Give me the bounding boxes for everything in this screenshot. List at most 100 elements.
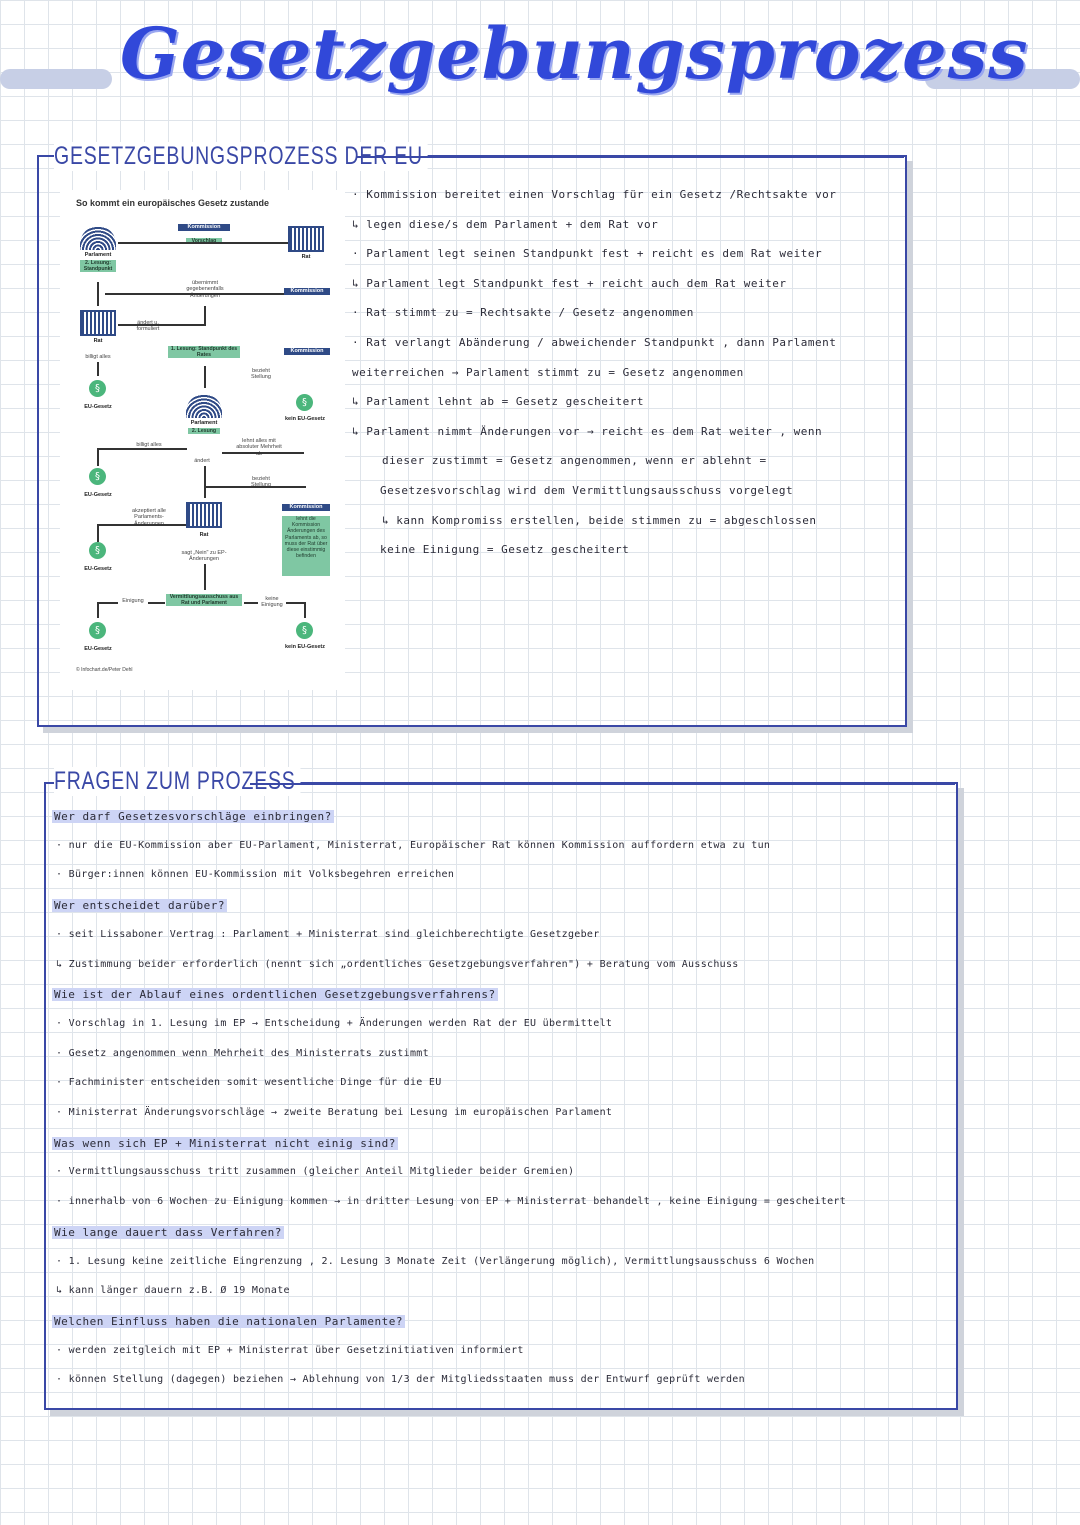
arrow-down-left-4 xyxy=(97,524,99,542)
arrow-lehnt-ab xyxy=(222,452,304,454)
question: Welchen Einfluss haben die nationalen Pa… xyxy=(52,1314,406,1328)
process-note: · Kommission bereitet einen Vorschlag fü… xyxy=(352,188,837,201)
process-note: keine Einigung = Gesetz gescheitert xyxy=(380,543,630,557)
arrow-down-left-1 xyxy=(97,282,99,306)
process-note: ↳ Parlament legt Standpunkt fest + reich… xyxy=(352,276,787,290)
label-billigt-alles-2: billigt alles xyxy=(136,442,162,448)
process-note: weiterreichen → Parlament stimmt zu = Ge… xyxy=(352,365,744,379)
label-keine-einigung: keine Einigung xyxy=(258,596,286,609)
arrow-akzeptiert xyxy=(97,524,187,526)
answer: ↳ Zustimmung beider erforderlich (nennt … xyxy=(56,958,739,970)
label-lehnt-ab: lehnt alles mit absoluter Mehrheit ab xyxy=(236,438,282,457)
label-rat-top: Rat xyxy=(301,254,311,260)
label-kein-eu-gesetz-2: kein EU-Gesetz xyxy=(284,644,326,650)
answer: · innerhalb von 6 Wochen zu Einigung kom… xyxy=(56,1196,847,1208)
section-rule-1 xyxy=(356,156,904,158)
node-kommission-2: Kommission xyxy=(284,288,330,295)
process-note: ↳ kann Kompromiss erstellen, beide stimm… xyxy=(382,513,817,527)
eu-law-icon-1: § xyxy=(89,380,106,397)
question: Wer darf Gesetzesvorschläge einbringen? xyxy=(52,810,334,823)
question: Wer entscheidet darüber? xyxy=(52,899,227,913)
process-note: Gesetzesvorschlag wird dem Vermittlungsa… xyxy=(380,484,794,497)
eu-law-icon-4: § xyxy=(89,622,106,639)
answer: ↳ kann länger dauern z.B. Ø 19 Monate xyxy=(56,1285,290,1297)
answer: · können Stellung (dagegen) beziehen → A… xyxy=(56,1374,745,1386)
label-billigt-alles-1: billigt alles xyxy=(85,354,111,360)
process-note: dieser zustimmt = Gesetz angenommen, wen… xyxy=(382,454,767,468)
diagram-title: So kommt ein europäisches Gesetz zustand… xyxy=(76,198,270,208)
process-note: · Rat verlangt Abänderung / abweichender… xyxy=(352,336,837,349)
node-2-lesung: 2. Lesung xyxy=(188,428,220,435)
answer: · Ministerrat Änderungsvorschläge → zwei… xyxy=(56,1107,613,1118)
question: Wie ist der Ablauf eines ordentlichen Ge… xyxy=(52,988,498,1002)
answer: · werden zeitgleich mit EP + Ministerrat… xyxy=(56,1344,524,1356)
process-note: · Parlament legt seinen Standpunkt fest … xyxy=(352,247,823,261)
node-vermittlungsausschuss: Vermittlungsausschuss aus Rat und Parlam… xyxy=(166,594,242,607)
eu-process-diagram: So kommt ein europäisches Gesetz zustand… xyxy=(60,190,345,690)
page-title: Gesetzgebungsprozess xyxy=(120,12,1029,95)
answer: · seit Lissaboner Vertrag : Parlament + … xyxy=(56,928,600,940)
answer: · 1. Lesung keine zeitliche Eingrenzung … xyxy=(56,1255,815,1267)
arrow-down-left-3 xyxy=(97,448,99,466)
answer: · nur die EU-Kommission aber EU-Parlamen… xyxy=(56,839,771,851)
arrow-uebernimmt xyxy=(105,293,285,295)
parliament-icon-mid xyxy=(186,394,222,418)
label-sagt-nein: sagt „Nein" zu EP-Änderungen xyxy=(181,550,227,563)
question: Wie lange dauert dass Verfahren? xyxy=(52,1225,284,1239)
arrow-down-right-5 xyxy=(304,602,306,618)
arrow-down-left-5 xyxy=(97,602,99,618)
label-parlament-mid: Parlament xyxy=(190,420,218,426)
title-underline-right xyxy=(925,69,1080,89)
arrow-down-mid-3 xyxy=(204,564,206,590)
eu-law-icon-kein-2: § xyxy=(296,622,313,639)
node-vorschlag: Vorschlag xyxy=(186,238,222,245)
arrow-billigt xyxy=(97,448,187,450)
arrow-aendert xyxy=(118,324,204,326)
process-note: ↳ Parlament nimmt Änderungen vor → reich… xyxy=(352,424,823,438)
question: Was wenn sich EP + Ministerrat nicht ein… xyxy=(52,1136,398,1150)
label-einigung: Einigung xyxy=(118,598,148,605)
section-heading-questions: FRAGEN ZUM PROZESS xyxy=(54,767,301,796)
council-icon-top xyxy=(288,226,324,252)
label-eu-gesetz-4: EU-Gesetz xyxy=(84,646,112,652)
process-note: ↳ Parlament lehnt ab = Gesetz gescheiter… xyxy=(352,395,645,409)
parliament-icon xyxy=(80,226,116,250)
line-rat-to-lesung xyxy=(204,306,206,326)
answer: · Gesetz angenommen wenn Mehrheit des Mi… xyxy=(56,1047,429,1059)
council-icon-mid xyxy=(186,502,222,528)
process-note: ↳ legen diese/s dem Parlament + dem Rat … xyxy=(352,217,659,231)
node-1-lesung-rat: 1. Lesung: Standpunkt des Rates xyxy=(168,346,240,359)
label-aendert-formuliert: ändert u. formuliert xyxy=(136,320,160,333)
diagram-credit: © Infochart.de/Peter Dehl xyxy=(76,667,133,673)
label-bezieht-stellung-2: bezieht Stellung xyxy=(251,476,271,488)
label-rat-mid: Rat xyxy=(199,532,209,538)
label-bezieht-stellung-1: bezieht Stellung xyxy=(251,368,271,381)
answer: · Bürger:innen können EU-Kommission mit … xyxy=(56,869,455,881)
label-eu-gesetz-3: EU-Gesetz xyxy=(84,566,112,572)
arrow-down-mid-1 xyxy=(204,366,206,388)
node-kommission-3: Kommission xyxy=(284,348,330,355)
label-aendert: ändert xyxy=(194,458,210,464)
label-parlament: Parlament xyxy=(84,252,112,258)
label-eu-gesetz-1: EU-Gesetz xyxy=(84,404,112,410)
eu-law-icon-3: § xyxy=(89,542,106,559)
node-kommission-4: Kommission xyxy=(282,504,330,511)
process-note: · Rat stimmt zu = Rechtsakte / Gesetz an… xyxy=(352,306,694,320)
answer: · Vermittlungsausschuss tritt zusammen (… xyxy=(56,1166,575,1178)
label-uebernimmt: übernimmt gegebenenfalls Änderungen xyxy=(186,280,224,299)
arrow-down-mid-2 xyxy=(204,466,206,498)
line-to-kommission-4 xyxy=(206,486,306,488)
eu-law-icon-kein-1: § xyxy=(296,394,313,411)
label-rat-left: Rat xyxy=(93,338,103,344)
label-eu-gesetz-2: EU-Gesetz xyxy=(84,492,112,498)
label-akzeptiert: akzeptiert alle Parlaments-Änderungen xyxy=(132,508,166,527)
node-kommission-1: Kommission xyxy=(178,224,230,231)
label-kein-eu-gesetz-1: kein EU-Gesetz xyxy=(284,416,326,422)
section-rule-2 xyxy=(250,783,955,785)
title-underline-left xyxy=(0,69,112,89)
arrow-vorschlag xyxy=(118,242,288,244)
answer: · Vorschlag in 1. Lesung im EP → Entsche… xyxy=(56,1017,613,1029)
council-icon-left xyxy=(80,310,116,336)
answer: · Fachminister entscheiden somit wesentl… xyxy=(56,1077,442,1089)
arrow-down-left-2 xyxy=(97,362,99,376)
